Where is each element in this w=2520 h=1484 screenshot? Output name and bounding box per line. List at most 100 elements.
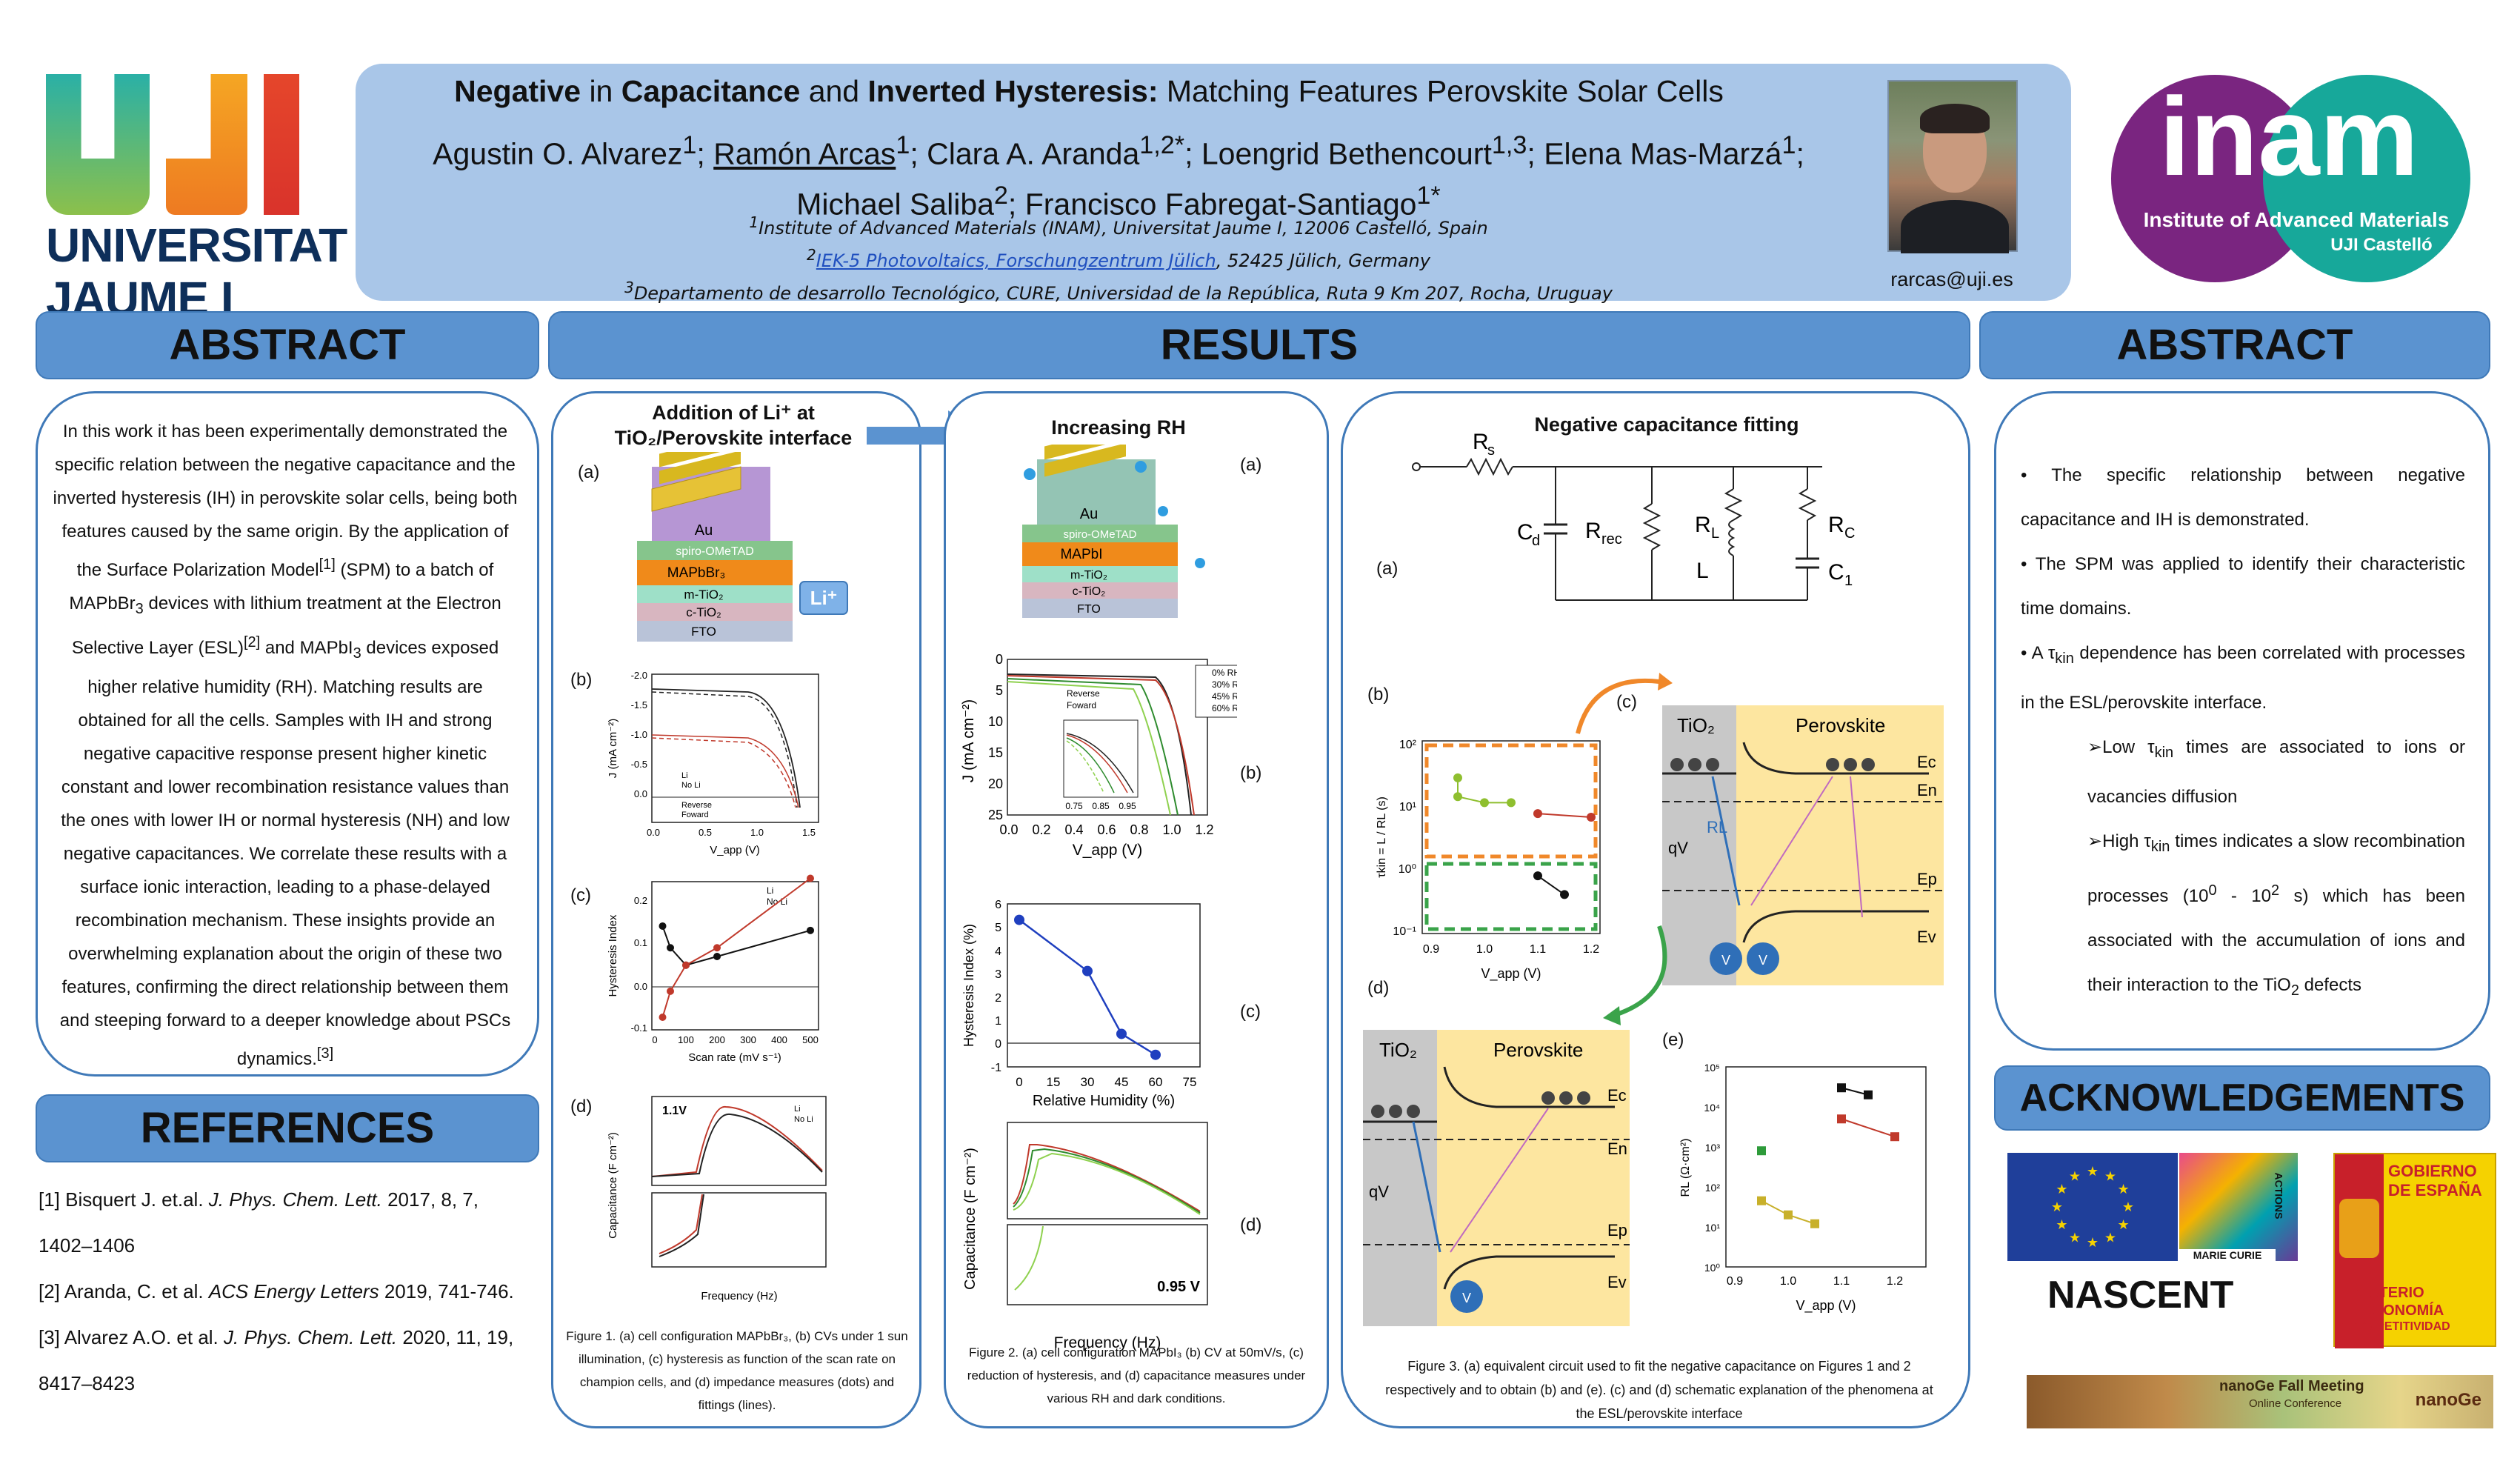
svg-text:spiro-OMeTAD: spiro-OMeTAD xyxy=(1064,528,1137,541)
abstract-sup-3: [3] xyxy=(316,1045,334,1062)
svg-text:Scan rate (mV s⁻¹): Scan rate (mV s⁻¹) xyxy=(688,1051,781,1064)
svg-text:Perovskite: Perovskite xyxy=(1493,1039,1583,1061)
fig2c-point xyxy=(1014,914,1024,925)
svg-text:m-TiO₂: m-TiO₂ xyxy=(1070,569,1107,582)
min-line1: MINISTERIO xyxy=(2338,1285,2424,1301)
eu-star-icon: ★ xyxy=(2069,1168,2081,1183)
fig3d-band-diagram: TiO₂ Perovskite Ec En Ep Ev qV V xyxy=(1363,1030,1630,1326)
abstract-sup-2: [2] xyxy=(243,633,261,651)
contact-email[interactable]: rarcas@uji.es xyxy=(1890,268,2013,290)
svg-text:15: 15 xyxy=(1047,1075,1061,1089)
nanoge-sub: Online Conference xyxy=(2249,1397,2342,1410)
fig3b-line-0 xyxy=(1457,777,1511,804)
fig1c-point xyxy=(667,987,674,995)
author-photo xyxy=(1887,80,2018,253)
svg-text:30% RH: 30% RH xyxy=(1212,679,1237,690)
inam-sub2: UJI Castelló xyxy=(2330,235,2432,255)
svg-text:RL (Ω·cm²): RL (Ω·cm²) xyxy=(1679,1139,1692,1197)
figure1-caption: Figure 1. (a) cell configuration MAPbBr₃… xyxy=(566,1329,908,1412)
fig3e-point xyxy=(1837,1114,1846,1124)
abstract-sub-1: 3 xyxy=(135,600,144,617)
svg-text:0.0: 0.0 xyxy=(634,788,647,799)
fig3-label-e: (e) xyxy=(1662,1030,1684,1050)
svg-text:1.2: 1.2 xyxy=(1583,943,1599,956)
fig2-label-c: (c) xyxy=(1240,1002,1261,1022)
svg-text:1.0: 1.0 xyxy=(750,827,764,838)
uji-logo-bar-u xyxy=(46,74,150,215)
title-text-1: in xyxy=(581,74,621,108)
svg-text:1.0: 1.0 xyxy=(1476,943,1493,956)
svg-text:Hysteresis Index (%): Hysteresis Index (%) xyxy=(961,924,976,1047)
fig1c-line-0 xyxy=(661,925,811,966)
title-text-2: and xyxy=(800,74,868,108)
svg-text:Frequency (Hz): Frequency (Hz) xyxy=(1054,1334,1161,1351)
svg-text:TiO₂: TiO₂ xyxy=(1379,1039,1417,1061)
fig3e-line-1 xyxy=(1841,1118,1896,1138)
affil-1: Institute of Advanced Materials (INAM), … xyxy=(759,218,1488,239)
svg-text:0.9: 0.9 xyxy=(1727,1275,1743,1288)
svg-text:1.5: 1.5 xyxy=(802,827,816,838)
conclusion-1: • The specific relationship between nega… xyxy=(2021,465,2466,530)
svg-text:0.2: 0.2 xyxy=(634,895,647,906)
svg-text:0.0: 0.0 xyxy=(647,827,660,838)
svg-text:-1.0: -1.0 xyxy=(631,729,647,740)
inam-circle-teal xyxy=(2263,75,2470,282)
svg-text:1.0: 1.0 xyxy=(1780,1275,1796,1288)
uji-logo-bar-i xyxy=(264,74,299,215)
author-2: Ramón Arcas xyxy=(713,136,896,171)
fig3-label-b: (b) xyxy=(1367,685,1390,705)
svg-text:Li: Li xyxy=(767,885,773,896)
svg-text:10⁰: 10⁰ xyxy=(1399,863,1416,876)
eu-star-icon: ★ xyxy=(2117,1182,2129,1197)
min-line3: Y COMPETITIVIDAD xyxy=(2338,1320,2450,1333)
fig1b-xlabel: V_app (V) xyxy=(710,844,760,856)
svg-text:6: 6 xyxy=(995,899,1001,911)
nanoge-brand: nanoGe xyxy=(2415,1390,2481,1410)
fig1b-ylabel: J (mA cm⁻²) xyxy=(607,719,619,778)
fig1-label-b: (b) xyxy=(570,670,593,690)
author-3: ; Clara A. Aranda xyxy=(910,136,1140,171)
svg-text:d: d xyxy=(1532,533,1540,549)
svg-text:0: 0 xyxy=(995,1038,1001,1051)
svg-text:Capacitance (F cm⁻²): Capacitance (F cm⁻²) xyxy=(962,1148,979,1290)
svg-text:3: 3 xyxy=(995,968,1001,981)
svg-text:rec: rec xyxy=(1601,531,1622,548)
svg-text:Ep: Ep xyxy=(1917,870,1937,888)
fig1c-line-1 xyxy=(661,877,811,1018)
svg-text:0.6: 0.6 xyxy=(1097,822,1116,837)
fig3b-point xyxy=(1533,809,1542,819)
affil-2-link[interactable]: IEK-5 Photovoltaics, Forschungzentrum Jü… xyxy=(816,250,1216,271)
marie-curie-logo: MARIE CURIE ACTIONS xyxy=(2179,1153,2298,1261)
svg-text:Au: Au xyxy=(1080,506,1098,522)
svg-text:1.1: 1.1 xyxy=(1833,1275,1850,1288)
fig2-label-d: (d) xyxy=(1240,1215,1262,1235)
svg-text:V_app (V): V_app (V) xyxy=(1796,1298,1856,1314)
fig1c-point xyxy=(807,926,814,934)
svg-text:V_app (V): V_app (V) xyxy=(1073,842,1143,859)
svg-text:Foward: Foward xyxy=(681,811,709,819)
svg-text:Hysteresis Index: Hysteresis Index xyxy=(607,914,619,996)
abstract-text: In this work it has been experimentally … xyxy=(52,415,519,1076)
fig3b-point xyxy=(1480,798,1489,808)
svg-text:Ev: Ev xyxy=(1917,928,1936,946)
fig1-label-c: (c) xyxy=(570,885,591,905)
conclusion-4: ➢Low τkin times are associated to ions o… xyxy=(2087,736,2465,807)
reference-2: [2] Aranda, C. et al. ACS Energy Letters… xyxy=(39,1280,514,1302)
abstract-panel xyxy=(36,391,539,1077)
svg-text:100: 100 xyxy=(678,1034,694,1045)
title-box xyxy=(356,64,2071,301)
reference-3: [3] Alvarez A.O. et al. J. Phys. Chem. L… xyxy=(39,1326,514,1394)
conclusion-3: • A τkin dependence has been correlated … xyxy=(2021,643,2465,713)
spanish-government-logo: GOBIERNO DE ESPAÑA MINISTERIO DE ECONOMÍ… xyxy=(2333,1153,2496,1348)
fig3-label-d: (d) xyxy=(1367,978,1390,998)
conclusions-panel xyxy=(1994,391,2490,1051)
svg-text:V: V xyxy=(1462,1291,1471,1305)
fig2-label-a: (a) xyxy=(1240,455,1262,475)
svg-text:Ev: Ev xyxy=(1607,1273,1627,1291)
abstract-left-header: ABSTRACT xyxy=(36,311,539,379)
abstract-part-4: and MAPbI xyxy=(260,637,353,658)
fig1c-point xyxy=(682,961,690,969)
fig1c-point xyxy=(713,952,721,960)
svg-text:10⁵: 10⁵ xyxy=(1704,1062,1720,1074)
inam-circle-purple xyxy=(2111,75,2319,282)
